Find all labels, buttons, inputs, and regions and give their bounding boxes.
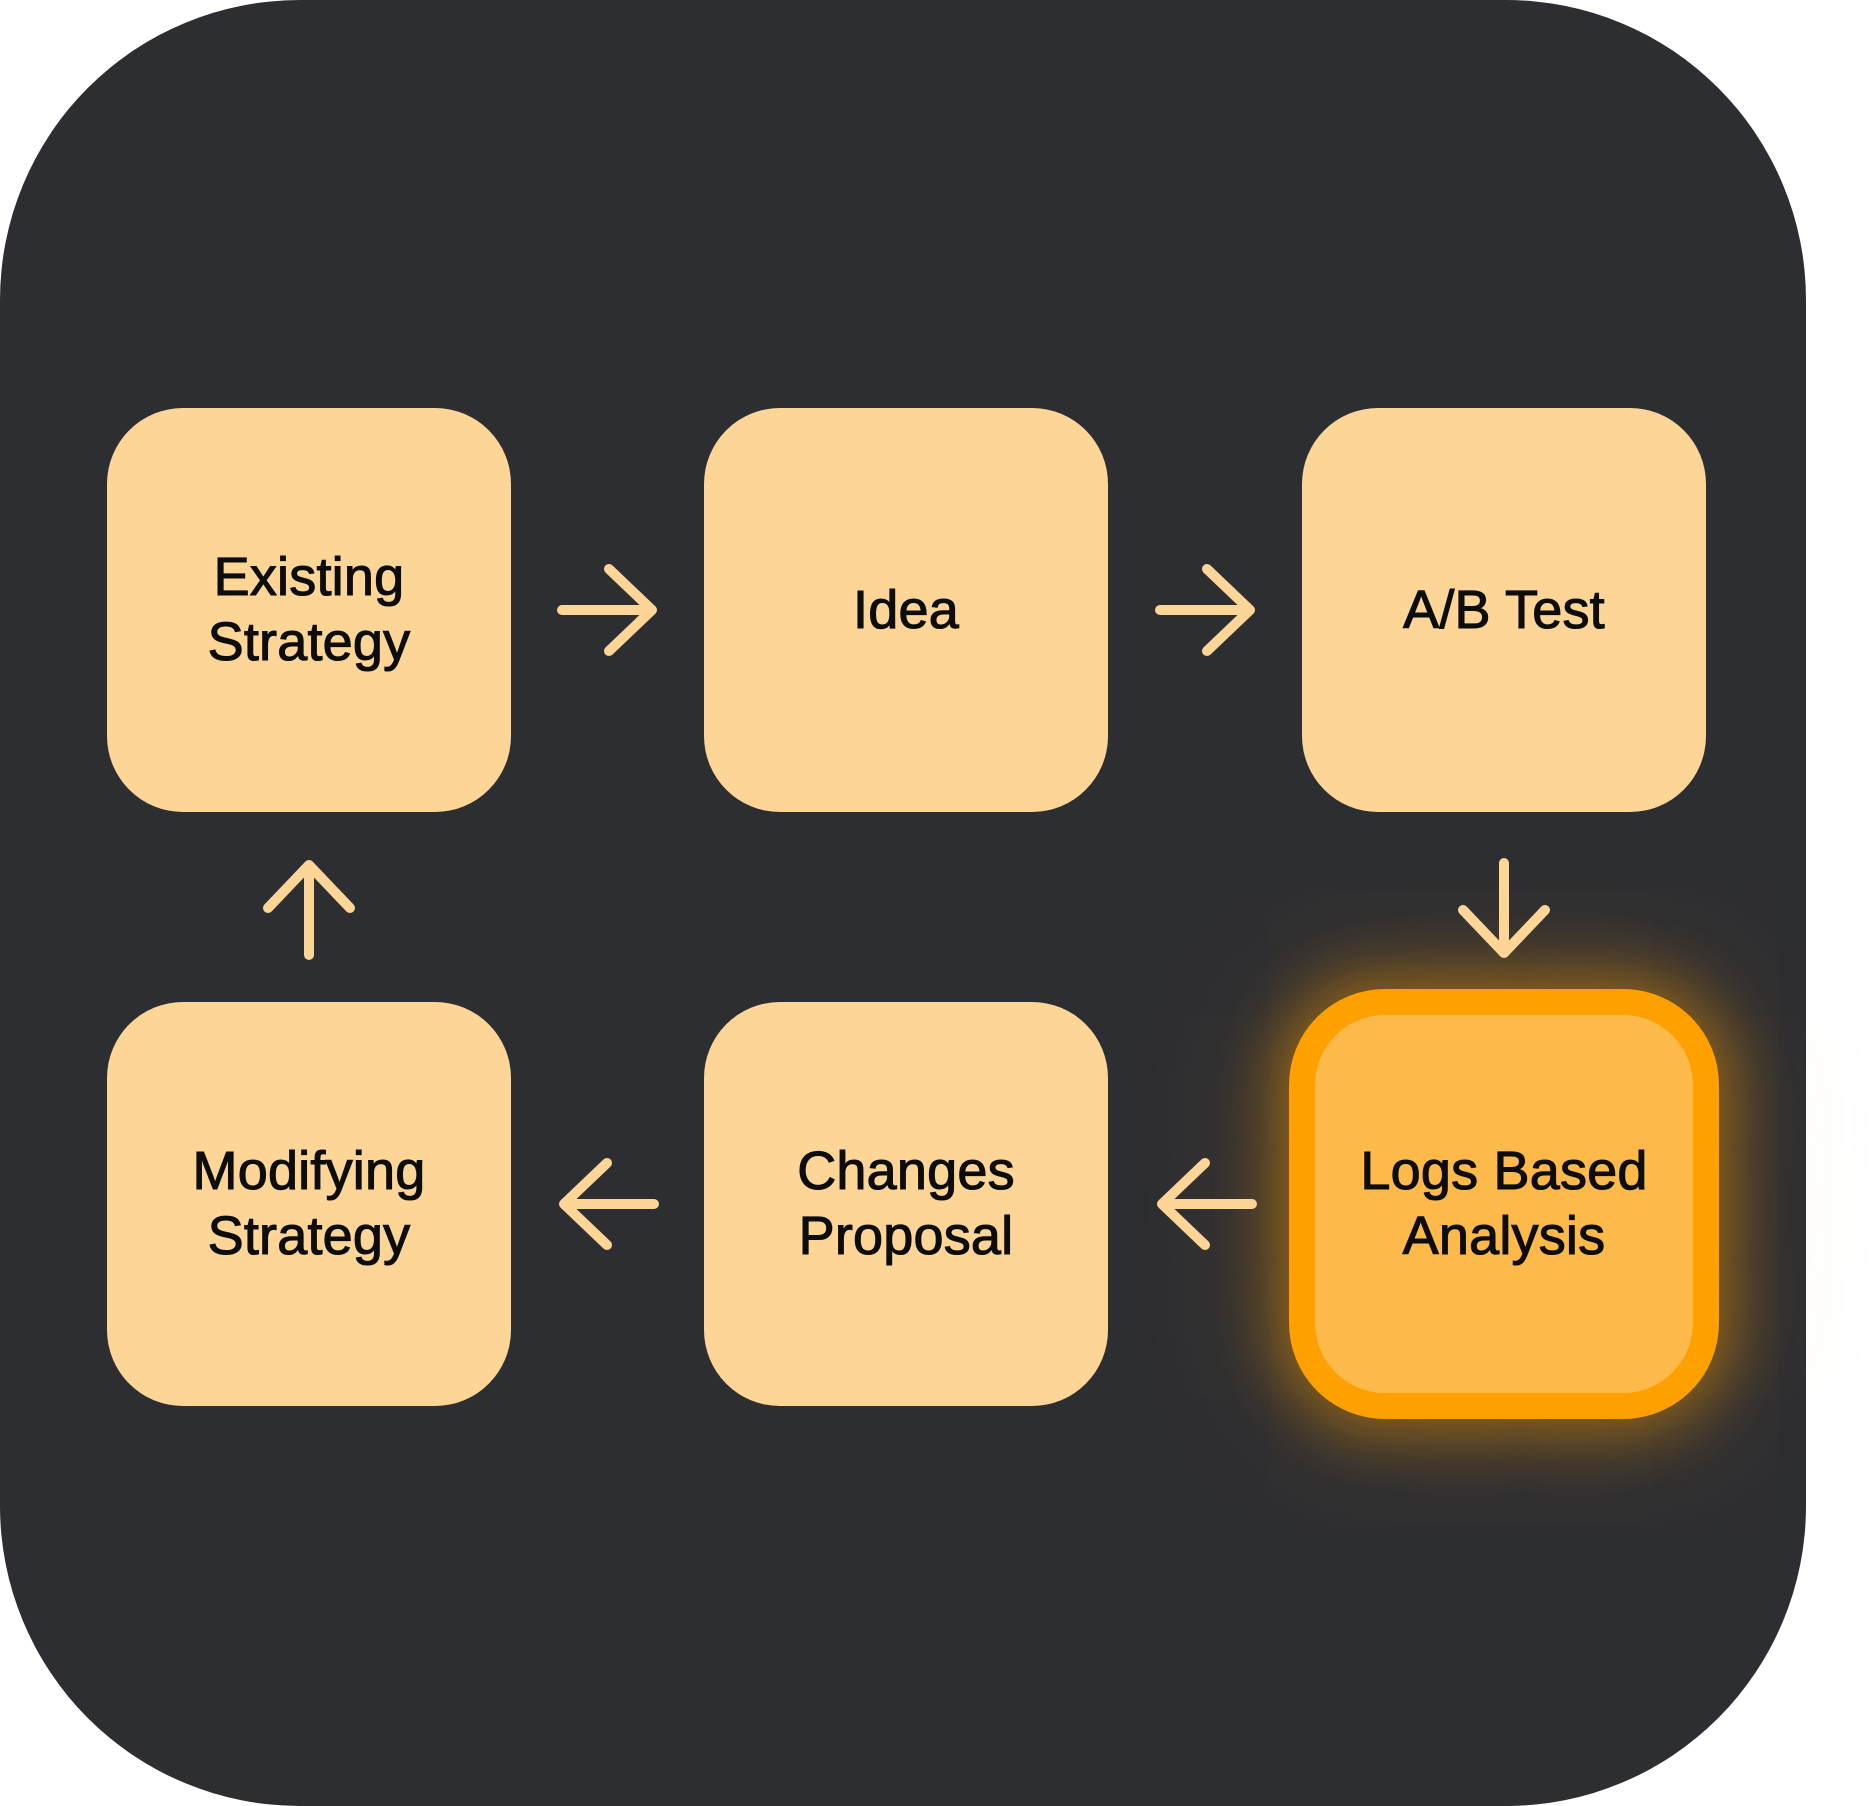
diagram-panel: Existing Strategy Idea A/B Test Modifyin… [0, 0, 1806, 1806]
node-existing-strategy: Existing Strategy [107, 408, 511, 812]
node-changes-proposal: Changes Proposal [704, 1002, 1108, 1406]
node-modifying-strategy: Modifying Strategy [107, 1002, 511, 1406]
node-label: Idea [852, 579, 959, 640]
arrow-up-icon [259, 859, 359, 960]
arrow-down-icon [1454, 858, 1554, 959]
arrow-right-icon [557, 560, 658, 660]
node-ab-test: A/B Test [1302, 408, 1706, 812]
arrow-left-icon [558, 1154, 659, 1254]
node-label: Existing Strategy [207, 546, 411, 672]
node-label: Logs Based Analysis [1360, 1140, 1648, 1266]
node-label: Changes Proposal [797, 1140, 1015, 1266]
arrow-left-icon [1156, 1154, 1257, 1254]
node-label: Modifying Strategy [192, 1140, 426, 1266]
node-label: A/B Test [1403, 579, 1606, 640]
arrow-right-icon [1155, 560, 1256, 660]
node-idea: Idea [704, 408, 1108, 812]
node-logs-based-analysis: Logs Based Analysis [1289, 989, 1719, 1419]
